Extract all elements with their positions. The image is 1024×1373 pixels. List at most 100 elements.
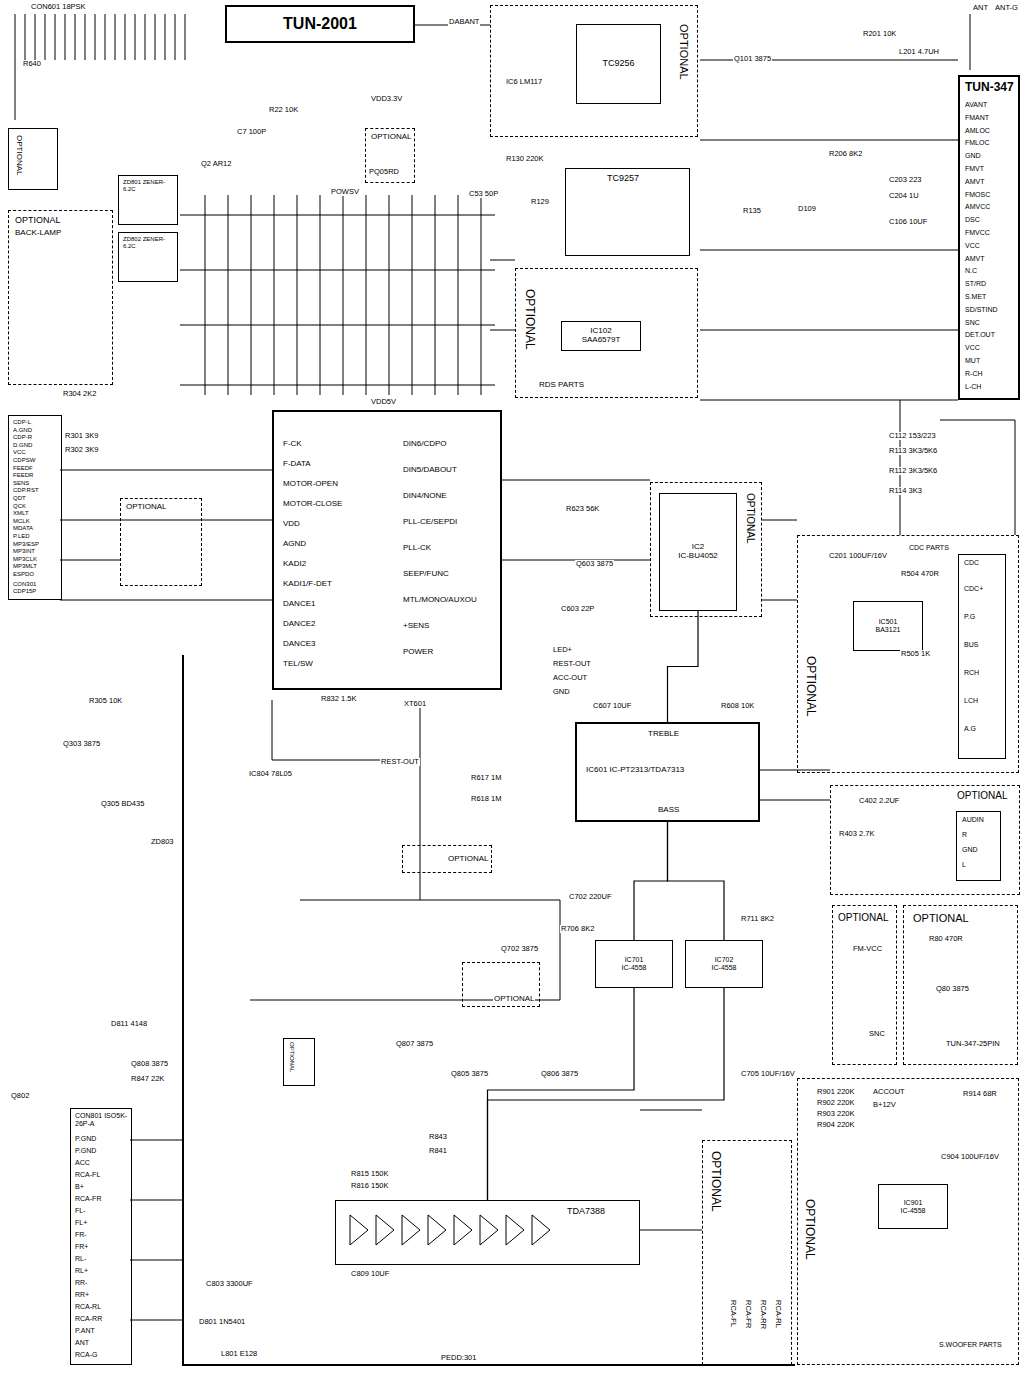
node-text: MP3CLK [12,556,38,563]
node-text: TDA7388 [566,1207,606,1217]
node-text: XMLT [12,510,30,517]
node-text: POWER [402,648,434,657]
node-text: CDC+ [963,585,984,593]
part-label: REST-OUT [380,758,420,766]
part-label: LED+ [552,646,573,654]
node-text: GND [964,152,982,160]
part-label: C603 22P [560,605,595,613]
optional-region: OPTIONALIC2IC-BU4052 [650,482,762,617]
node-text: RDS PARTS [538,381,585,390]
part-label: C904 100UF/16V [940,1153,1000,1161]
node-text: KADI1/F-DET [282,580,333,589]
part-label: C705 10UF/16V [740,1070,796,1078]
part-label: C809 10UF [350,1270,390,1278]
node-text: OPTIONAL [956,790,1009,801]
part-label: R504 470R [900,570,940,578]
node-text: ANT [74,1339,90,1347]
component-box: TDA7388 [335,1200,640,1265]
component-box: TC9256 [576,24,661,104]
node-text: RCA-FL [74,1171,101,1179]
node-text: QDT [12,495,27,502]
node-text: DIN5/DABOUT [402,466,458,475]
part-label: ANT-G [994,4,1019,12]
part-label: R505 1K [900,650,931,658]
part-label: FM-VCC [852,945,883,953]
node-text: BASS [657,806,680,815]
node-text: TC9257 [606,174,640,184]
node-text: MCLK [12,518,31,525]
part-label: Q305 BD435 [100,800,145,808]
node-text: OPTIONAL [837,912,890,923]
part-label: RCA-FL [728,1300,738,1327]
part-label: ACC-OUT [552,674,588,682]
part-label: R135 [742,207,762,215]
part-label: R618 1M [470,795,502,803]
node-text: TUN-347 [964,81,1015,94]
node-text: FR+ [74,1243,89,1251]
node-text: OPTIONAL [493,995,535,1004]
node-text: OPTIONAL [14,216,62,226]
node-text: OPTIONAL [912,912,970,924]
part-label: L801 E128 [220,1350,258,1358]
part-label: Q603 3875 [575,560,614,568]
node-text: OPTIONAL [803,656,818,717]
part-label: DABANT [448,18,480,26]
node-text: R-CH [964,370,984,378]
part-label: R815 150K [350,1170,390,1178]
node-text: FMVT [964,165,985,173]
node-text: S.WOOFER PARTS [938,1341,1003,1349]
part-label: R114 3K3 [888,487,923,495]
node-text: RR- [74,1279,88,1287]
node-text: DANCE1 [282,600,316,609]
part-label: RCA-RR [758,1300,768,1329]
node-text: ZD801 ZENER-6.2C [122,179,175,192]
node-text: DIN6/CDPO [402,440,448,449]
node-text: AGND [282,540,307,549]
node-text: CDP.RST [12,487,40,494]
part-label: R903 220K [816,1110,856,1118]
node-text: FL+ [74,1219,88,1227]
part-label: R112 3K3/5K6 [888,467,938,475]
node-text: R [961,831,968,839]
component-box: OPTIONAL [8,128,58,190]
node-text: IC-4558 [900,1207,927,1215]
node-text: RL- [74,1255,87,1263]
component-box: AUDINRGNDL [956,811,1001,881]
part-label: TUN-347-25PIN [945,1040,1001,1048]
node-text: MP3MLT [12,563,38,570]
node-text: A.GND [12,427,33,434]
optional-region: OPTIONALBACK-LAMP [8,210,113,385]
node-text: OPTIONAL [287,1042,296,1072]
component-box: TC9257 [565,168,690,256]
signal-connector [668,611,699,722]
node-text: P.GND [74,1147,97,1155]
node-text: QCK [12,503,27,510]
part-label: IC804 78L05 [248,770,293,778]
node-text: TREBLE [647,730,680,739]
part-label: PQ05RD [368,168,400,176]
node-text: FR- [74,1231,88,1239]
part-label: C607 10UF [592,702,632,710]
part-label: R914 68R [962,1090,998,1098]
node-text: BA3121 [875,626,902,634]
part-label: VDD3.3V [370,95,403,103]
node-text: MOTOR-CLOSE [282,500,343,509]
node-text: IC501 [878,618,899,626]
node-text: F-CK [282,440,303,449]
part-label: POWSV [330,188,360,196]
node-text: GND [961,846,979,854]
part-label: R113 3K3/5K6 [888,447,938,455]
part-label: R832 1.5K [320,695,357,703]
node-text: FL- [74,1207,87,1215]
component-box: TUN-2001 [225,5,415,43]
part-label: R904 220K [816,1121,856,1129]
node-text: OPTIONAL [447,855,489,864]
part-label: C803 3300UF [205,1280,254,1288]
node-text: OPTIONAL [522,289,537,350]
node-text: AMVCC [964,203,991,211]
node-text: RCA-RR [74,1315,103,1323]
part-label: Q702 3875 [500,945,539,953]
node-text: IC-4558 [621,964,648,972]
node-text: AUDIN [961,816,985,824]
